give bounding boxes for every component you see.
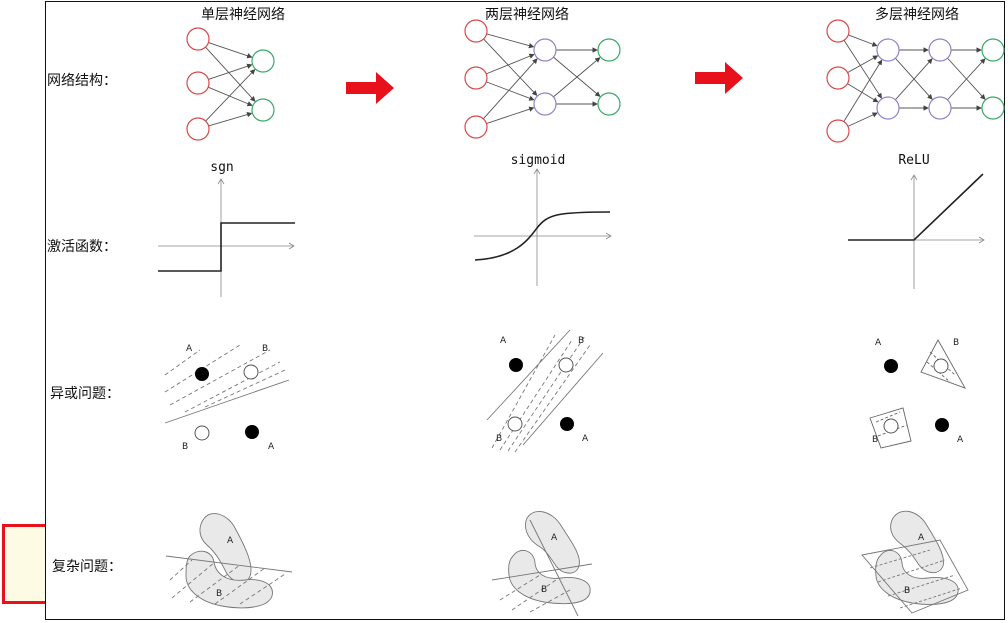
two-node-layer0 <box>464 115 488 139</box>
xor3-point-a-black <box>884 359 898 373</box>
title-single-layer: 单层神经网络 <box>201 7 285 23</box>
title-two-layer: 两层神经网络 <box>485 7 569 23</box>
xor1-label-b: B <box>262 344 269 354</box>
two-node-layer2 <box>597 92 621 116</box>
multi-node-layer1 <box>876 96 900 120</box>
multi-edge <box>947 58 986 101</box>
xor1-point-a-black <box>195 367 209 381</box>
multi-node-layer1 <box>876 38 900 62</box>
multi-edge <box>843 39 882 99</box>
xor3-label-a: A <box>875 338 882 348</box>
multi-edge <box>843 59 883 122</box>
complex1-label-b: B <box>216 589 223 599</box>
two-edge <box>553 57 601 98</box>
two-edge <box>486 81 535 101</box>
xor2-label-b: B <box>578 336 585 346</box>
single-node-layer1 <box>251 49 275 73</box>
xor3-point-b2-white <box>883 418 899 434</box>
multi-node-layer0 <box>826 66 850 90</box>
two-node-layer0 <box>464 19 488 43</box>
single-node-layer1 <box>251 98 275 122</box>
complex1-label-a: A <box>227 536 234 546</box>
single-edge <box>205 46 256 102</box>
two-edge <box>483 58 538 120</box>
xor2-label-a2: A <box>582 434 589 444</box>
complex2-label-b: B <box>541 585 548 595</box>
multi-edge <box>848 34 878 47</box>
complex3-blob-a <box>890 510 944 574</box>
xor3-triangle-region <box>920 339 966 389</box>
label-network-structure: 网络结构： <box>47 73 117 89</box>
complex2-label-a: A <box>551 533 558 543</box>
red-arrow-2 <box>695 62 743 94</box>
two-node-layer2 <box>597 38 621 62</box>
two-edge <box>486 106 535 124</box>
single-edge <box>208 112 253 127</box>
sigmoid-curve <box>474 211 611 261</box>
xor1-point-b-white <box>243 364 259 380</box>
single-node-layer0 <box>186 27 210 51</box>
multi-edge <box>895 57 933 100</box>
multi-node-layer2 <box>928 38 952 62</box>
two-edge <box>486 53 535 75</box>
label-activation-function: 激活函数： <box>47 239 117 255</box>
single-node-layer0 <box>186 117 210 141</box>
two-node-layer0 <box>464 66 488 90</box>
multi-edge <box>947 57 986 100</box>
complex3-blob-b <box>875 549 959 605</box>
complex2-blob-a <box>525 511 580 574</box>
multi-node-layer3 <box>981 38 1005 62</box>
xor2-point-b2-white <box>507 416 523 432</box>
two-edge <box>483 38 538 96</box>
xor2-point-a-black <box>509 358 523 372</box>
xor2-label-a: A <box>500 336 507 346</box>
sgn-curve <box>158 222 295 272</box>
xor1-point-b2-white <box>194 425 210 441</box>
single-edge <box>208 63 253 80</box>
multi-edge <box>895 58 933 101</box>
xor3-point-b-white <box>933 358 949 374</box>
xor1-label-b2: B <box>182 442 189 452</box>
xor3-point-a2-black <box>935 418 949 432</box>
fn-label-relu: ReLU <box>898 153 930 168</box>
label-complex-problem: 复杂问题： <box>52 559 122 575</box>
xor2-point-b-white <box>558 357 574 373</box>
xor3-quad-region <box>869 407 912 449</box>
xor3-label-a2: A <box>957 435 964 445</box>
complex3-label-b: B <box>904 586 911 596</box>
single-edge <box>207 86 253 107</box>
complex3-label-a: A <box>918 533 925 543</box>
multi-node-layer3 <box>981 96 1005 120</box>
multi-edge <box>847 55 879 74</box>
xor3-label-b2: B <box>872 435 879 445</box>
xor2-label-b2: B <box>496 434 503 444</box>
multi-node-layer0 <box>826 119 850 143</box>
two-node-layer1 <box>533 92 557 116</box>
title-multi-layer: 多层神经网络 <box>875 7 959 23</box>
xor1-point-a2-black <box>245 425 259 439</box>
label-xor-problem: 异或问题： <box>50 386 120 402</box>
relu-curve <box>848 173 984 241</box>
multi-node-layer2 <box>928 96 952 120</box>
xor1-label-a: A <box>186 344 193 354</box>
xor1-label-a2: A <box>268 442 275 452</box>
xor3-label-b: B <box>953 338 960 348</box>
multi-edge <box>847 112 878 127</box>
fn-label-sigmoid: sigmoid <box>510 153 566 168</box>
multi-node-layer0 <box>826 19 850 43</box>
xor2-point-a2-black <box>560 417 574 431</box>
single-edge <box>205 69 256 122</box>
multi-edge <box>847 83 879 103</box>
two-node-layer1 <box>533 38 557 62</box>
two-edge <box>553 56 601 97</box>
single-edge <box>208 42 253 59</box>
two-edge <box>486 33 535 49</box>
single-node-layer0 <box>186 71 210 95</box>
fn-label-sgn: sgn <box>210 160 234 175</box>
red-arrow-1 <box>346 72 394 104</box>
